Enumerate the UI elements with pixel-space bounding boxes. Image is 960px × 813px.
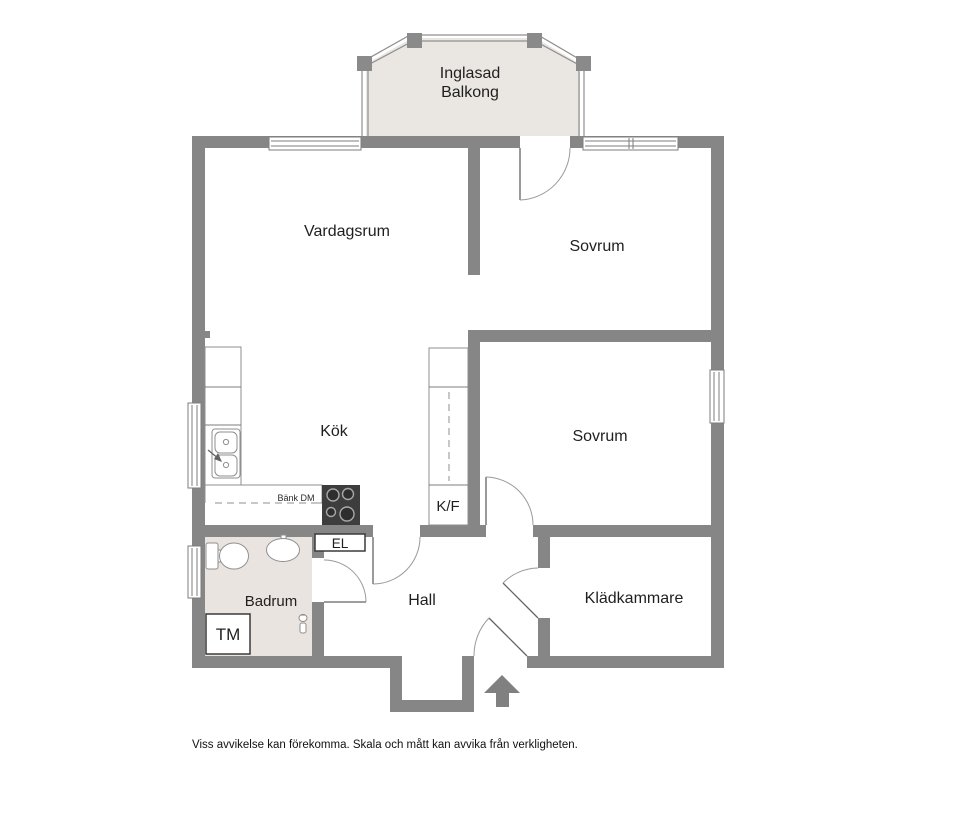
counter-dm-label: Bänk DM [277, 493, 314, 503]
washing-machine: TM [205, 613, 251, 655]
room-label-kitchen: Kök [320, 423, 349, 440]
electrical-cabinet: EL [314, 533, 366, 552]
burner [325, 506, 337, 518]
room-label-bedroom-mid: Sovrum [572, 428, 627, 445]
wall-closet-left-lower [538, 618, 550, 656]
electrical-label: EL [332, 536, 349, 551]
room-label-hall: Hall [408, 592, 436, 609]
wall-joint-tick [205, 331, 210, 338]
balcony-post [527, 33, 542, 48]
balcony: Inglasad Balkong [357, 33, 591, 136]
balcony-glazing-outer [361, 34, 585, 136]
burner [341, 487, 355, 501]
toilet [205, 542, 249, 570]
window-living-room [268, 136, 362, 151]
window-bedroom-mid [709, 369, 725, 424]
balcony-floor [366, 38, 580, 136]
fridge-freezer-label: K/F [436, 498, 459, 515]
wall-bottom-right-segment [527, 656, 724, 668]
door-bedroom-mid [485, 476, 534, 526]
room-label-bathroom: Badrum [245, 593, 298, 610]
room-label-living-room: Vardagsrum [304, 223, 390, 240]
wall-bottom-left-segment [192, 656, 402, 668]
burner [339, 506, 355, 522]
door-closet [502, 567, 539, 619]
niche-wall-right [462, 656, 474, 712]
window-kitchen [187, 402, 202, 489]
stove [322, 485, 360, 525]
wall-kitchen-bedroom-divider [468, 330, 480, 537]
balcony-post [357, 56, 372, 71]
room-label-closet: Klädkammare [585, 590, 684, 607]
window-bathroom [187, 545, 202, 599]
wall-mid-horizontal [468, 330, 711, 342]
entrance-arrow [484, 675, 520, 707]
fridge-freezer-cabinet: K/F [428, 347, 469, 526]
niche-wall-bottom [390, 700, 474, 712]
balcony-post [576, 56, 591, 71]
wall-left [192, 136, 205, 668]
wall-bathroom-right-lower [312, 602, 324, 656]
kitchen-sink [207, 428, 241, 479]
interior-walls [205, 148, 711, 656]
outer-walls [192, 136, 724, 712]
bathroom-sink [266, 534, 300, 562]
wall-living-bedroom-divider [468, 148, 480, 275]
wall-hall-band-mid [420, 525, 486, 537]
faucet-arrowhead [214, 453, 222, 462]
kitchen-counter-bottom [204, 484, 323, 504]
niche-wall-left [390, 656, 402, 712]
balcony-post [407, 33, 422, 48]
burner [326, 488, 340, 502]
washing-machine-label: TM [216, 625, 241, 644]
window-bedroom-top [582, 136, 679, 151]
wall-closet-left-upper [538, 537, 550, 568]
disclaimer-text: Viss avvikelse kan förekomma. Skala och … [192, 739, 578, 751]
door-balcony [519, 147, 571, 201]
door-entrance [473, 617, 528, 657]
room-label-bedroom-top: Sovrum [569, 238, 624, 255]
door-kitchen [372, 536, 421, 585]
door-bathroom [323, 559, 367, 603]
wall-hall-band-right [533, 525, 711, 537]
balcony-label-line1: Inglasad [440, 65, 501, 82]
balcony-glazing-inner [367, 40, 580, 136]
hand-shower-icon [298, 614, 308, 634]
balcony-label-line2: Balkong [441, 84, 499, 101]
